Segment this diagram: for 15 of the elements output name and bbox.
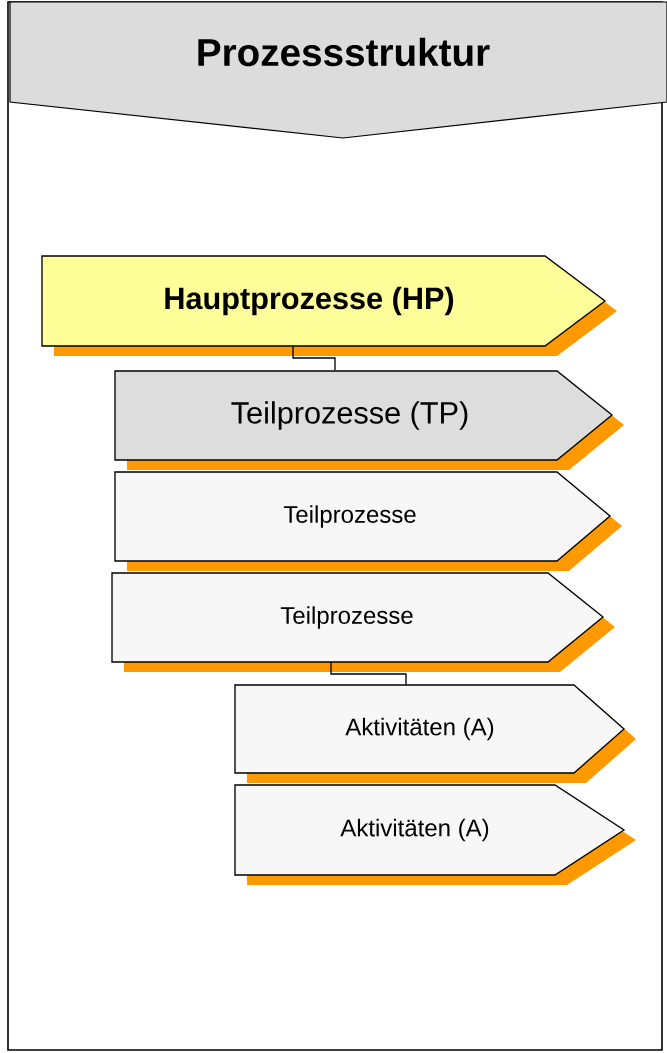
box-label: Teilprozesse (283, 505, 416, 528)
box-label: Hauptprozesse (HP) (165, 286, 454, 316)
connector-line (330, 661, 407, 686)
box-label: Aktivitäten (A) (340, 818, 489, 842)
box-label: Aktivitäten (A) (345, 717, 494, 741)
process-box (114, 471, 622, 571)
connector-line (292, 345, 336, 371)
box-label: Teilprozesse (TP) (231, 401, 468, 430)
box-label: Teilprozesse (280, 606, 413, 629)
process-box (234, 784, 636, 885)
process-box (111, 572, 615, 672)
process-box (41, 255, 617, 356)
process-box (114, 370, 624, 470)
process-box (234, 684, 636, 783)
title-banner: Prozessstruktur (9, 1, 667, 139)
